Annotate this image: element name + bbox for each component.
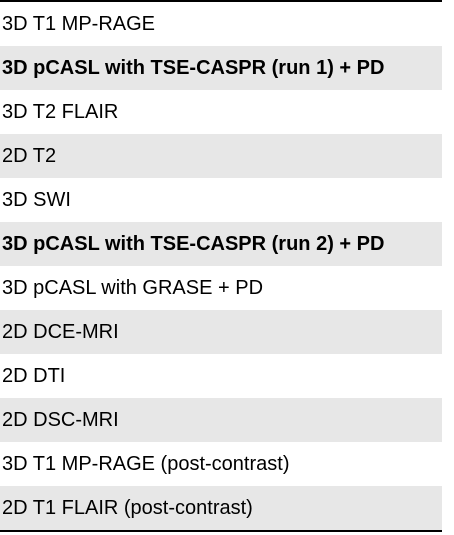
table-row: 2D DCE-MRI <box>0 310 442 354</box>
table-row: 3D T2 FLAIR <box>2 101 119 123</box>
sequence-table: 3D T1 MP-RAGE 3D pCASL with TSE-CASPR (r… <box>0 0 442 532</box>
table-row: 3D T1 MP-RAGE (post-contrast) <box>2 453 290 475</box>
table-row: 3D SWI <box>2 189 71 211</box>
table-row: 3D pCASL with TSE-CASPR (run 1) + PD <box>0 46 442 90</box>
table-row: 2D DSC-MRI <box>0 398 442 442</box>
table-row: 2D T1 FLAIR (post-contrast) <box>0 486 442 530</box>
table-row: 2D T2 <box>0 134 442 178</box>
table-row: 3D T1 MP-RAGE <box>2 13 155 35</box>
table-row: 2D DTI <box>2 365 66 387</box>
table-row: 3D pCASL with TSE-CASPR (run 2) + PD <box>0 222 442 266</box>
table-row: 3D pCASL with GRASE + PD <box>2 277 264 299</box>
